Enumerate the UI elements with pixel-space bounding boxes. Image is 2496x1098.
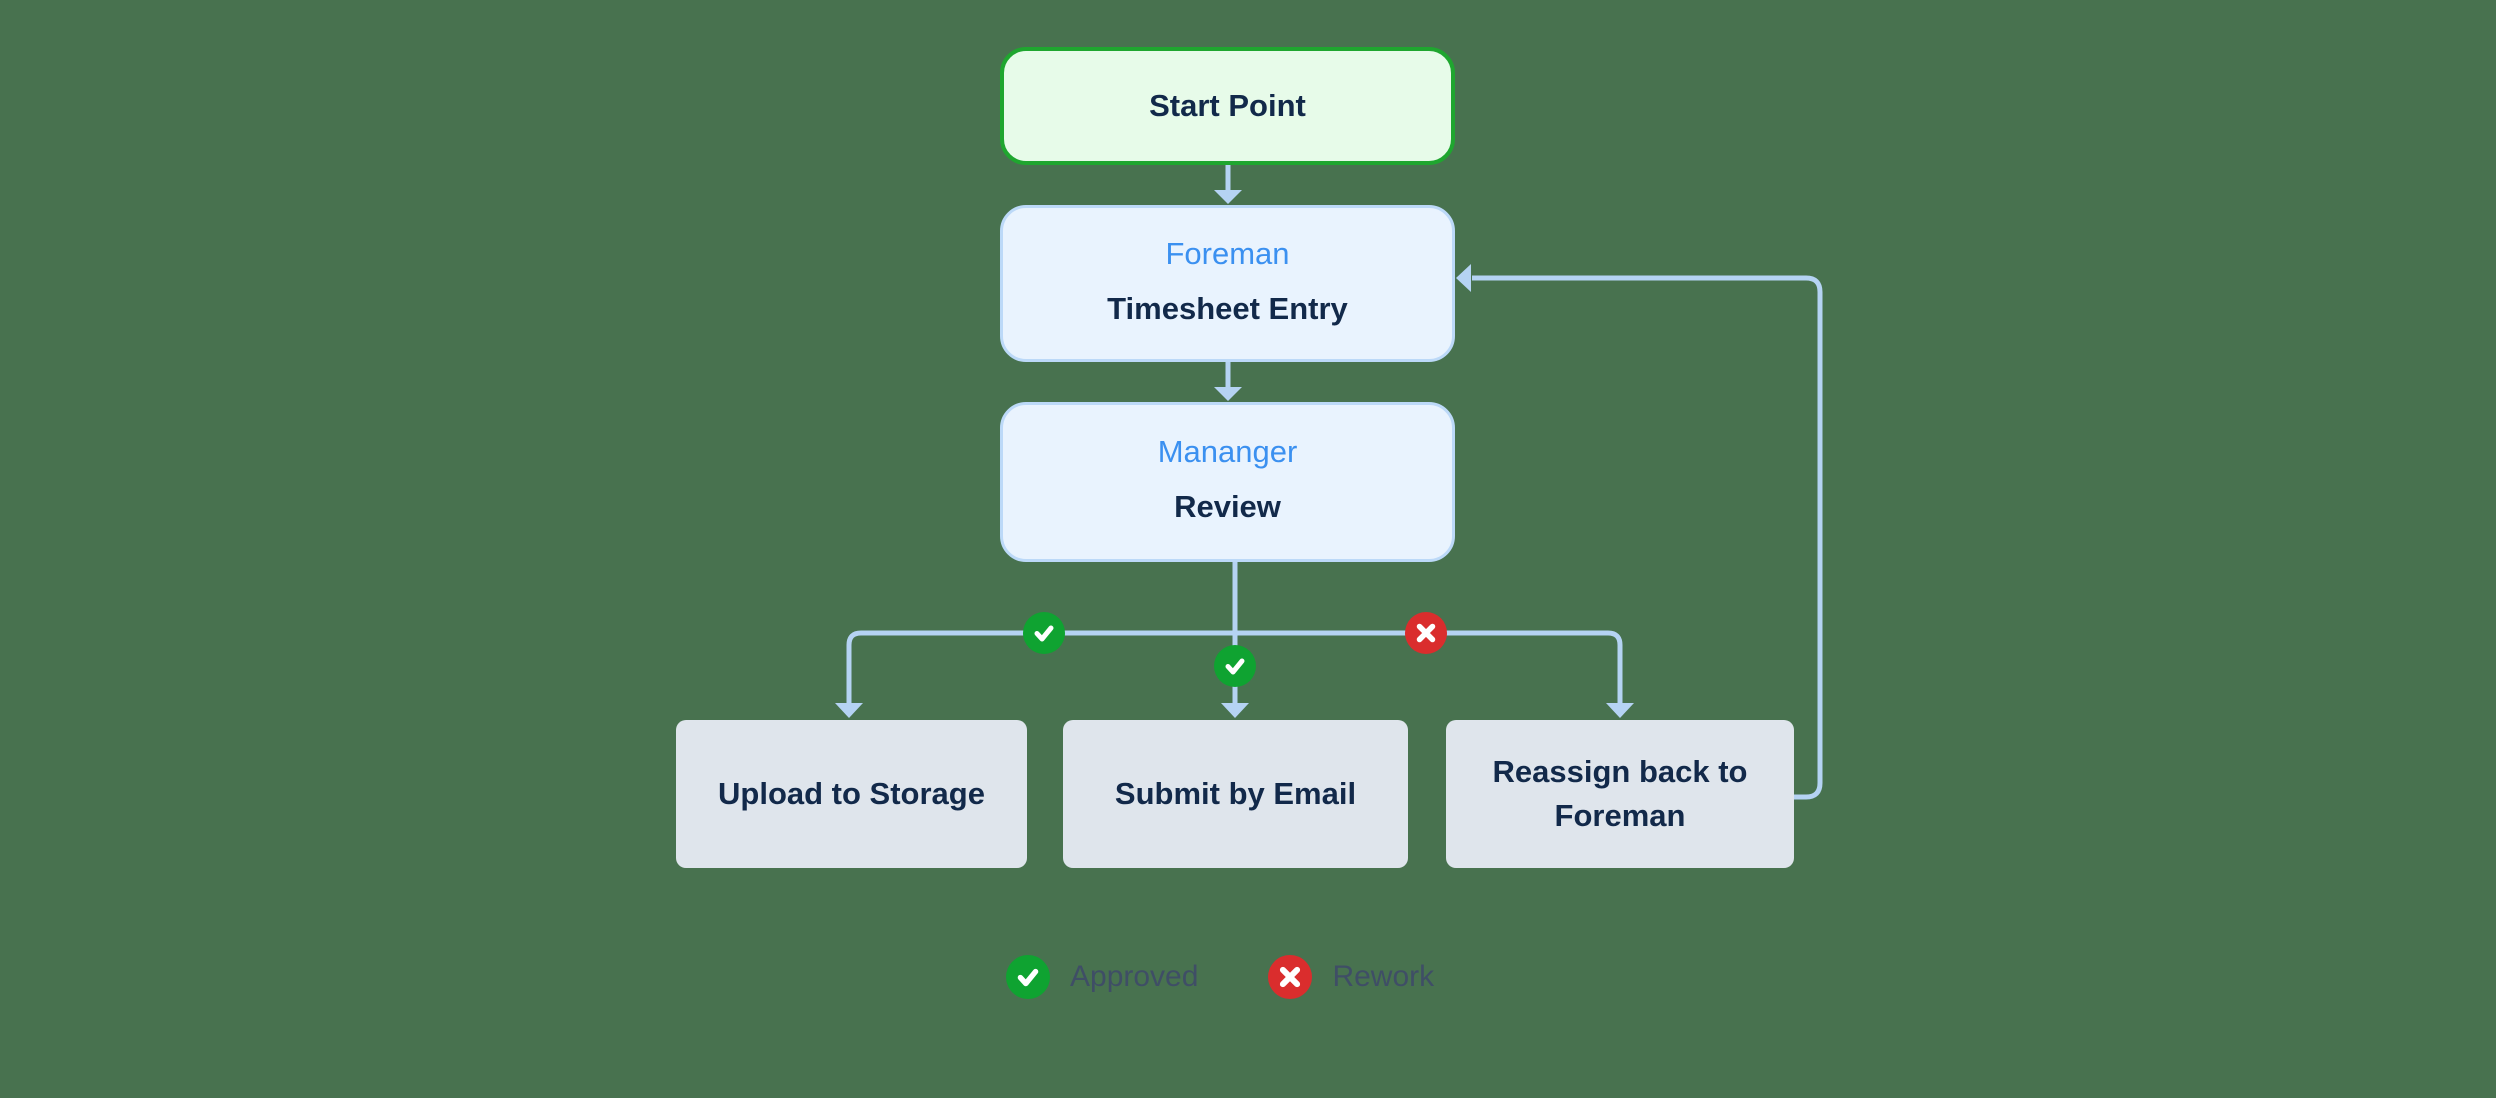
node-reassign-back-to-foreman: Reassign back to Foreman	[1446, 720, 1794, 868]
legend-item-approved: Approved	[1006, 955, 1198, 999]
manager-role-label: Mananger	[1157, 434, 1298, 470]
foreman-title-label: Timesheet Entry	[1107, 290, 1348, 326]
reassign-back-to-foreman-label: Reassign back to Foreman	[1492, 753, 1748, 833]
check-circle-icon	[1214, 645, 1256, 687]
node-manager-review: Mananger Review	[1000, 402, 1455, 562]
x-circle-icon	[1268, 955, 1313, 999]
node-foreman-timesheet-entry: Foreman Timesheet Entry	[1000, 205, 1455, 362]
arrowhead-down-icon	[1606, 703, 1634, 718]
submit-by-email-label: Submit by Email	[1114, 775, 1357, 811]
foreman-role-label: Foreman	[1165, 235, 1290, 271]
edge-manager-branches	[846, 630, 1623, 704]
arrowhead-left-icon	[1456, 264, 1471, 292]
node-submit-by-email: Submit by Email	[1063, 720, 1408, 868]
start-point-label: Start Point	[1149, 87, 1306, 123]
arrowhead-down-icon	[1214, 190, 1242, 204]
edge-reassign-foreman-loop	[1472, 275, 1823, 800]
legend-item-rework: Rework	[1268, 955, 1434, 999]
arrowhead-down-icon	[1221, 703, 1249, 718]
legend-approved-label: Approved	[1070, 960, 1199, 993]
manager-title-label: Review	[1174, 489, 1281, 525]
arrowhead-down-icon	[1214, 387, 1242, 401]
check-circle-icon	[1023, 612, 1065, 654]
x-circle-icon	[1405, 612, 1447, 654]
legend: Approved Rework	[1006, 955, 1434, 999]
arrowhead-down-icon	[835, 703, 863, 718]
check-circle-icon	[1006, 955, 1050, 999]
legend-rework-label: Rework	[1332, 960, 1435, 993]
node-start-point: Start Point	[1000, 47, 1455, 165]
node-upload-to-storage: Upload to Storage	[676, 720, 1027, 868]
upload-to-storage-label: Upload to Storage	[718, 775, 985, 811]
